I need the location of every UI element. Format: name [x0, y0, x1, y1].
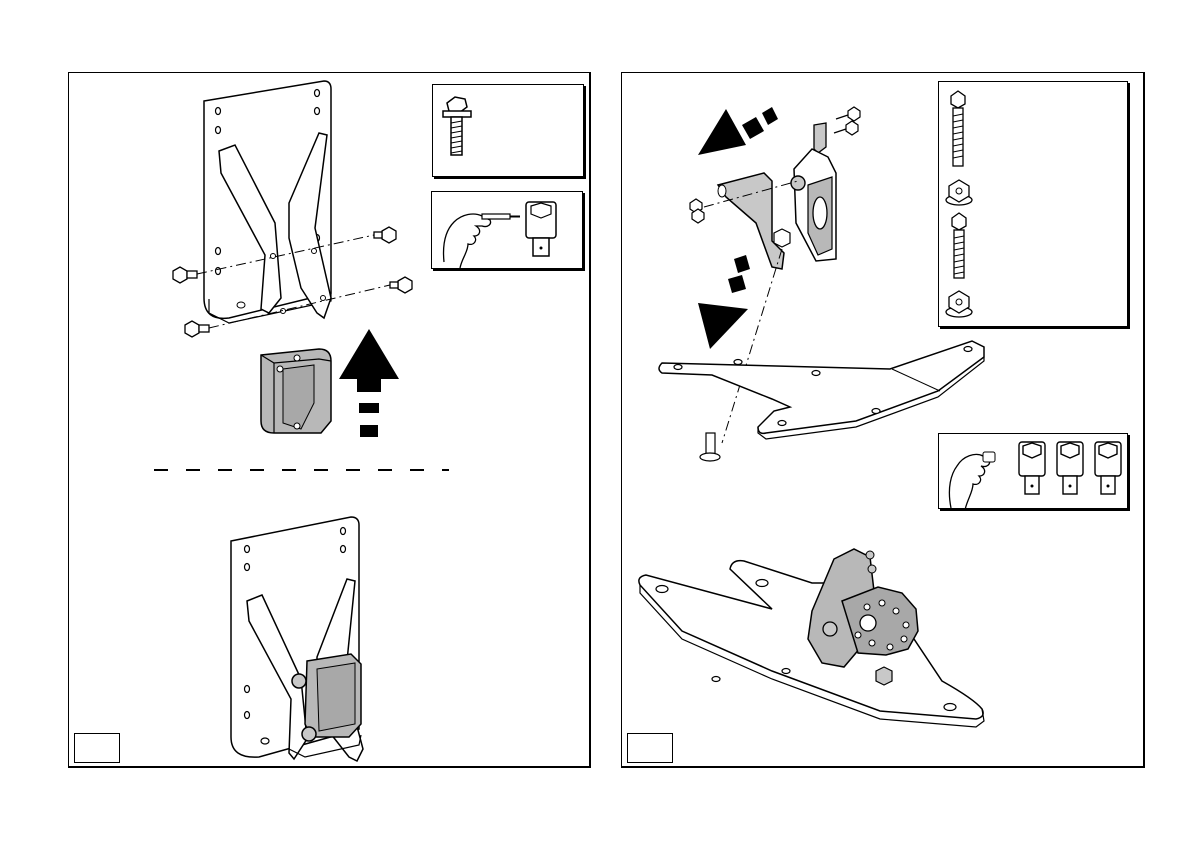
instruction-panel-left: [68, 72, 591, 768]
assembled-bracket-icon: [69, 509, 592, 769]
exploded-view-left: [69, 73, 592, 453]
instruction-panel-right: [621, 72, 1145, 768]
step-number-box-left: [74, 733, 120, 763]
bumper-block-icon: [261, 349, 331, 433]
down-arrow-icon: [698, 255, 750, 349]
separator-line: [69, 468, 592, 472]
up-arrow-icon: [339, 329, 399, 437]
horizontal-plate-icon: [659, 341, 984, 461]
assembled-plate-icon: [622, 531, 1146, 761]
exploded-view-right: [622, 73, 1146, 493]
diagonal-arrow-icon: [698, 107, 778, 155]
step-number-box-right: [627, 733, 673, 763]
vertical-mounting-plate-icon: [204, 81, 331, 323]
